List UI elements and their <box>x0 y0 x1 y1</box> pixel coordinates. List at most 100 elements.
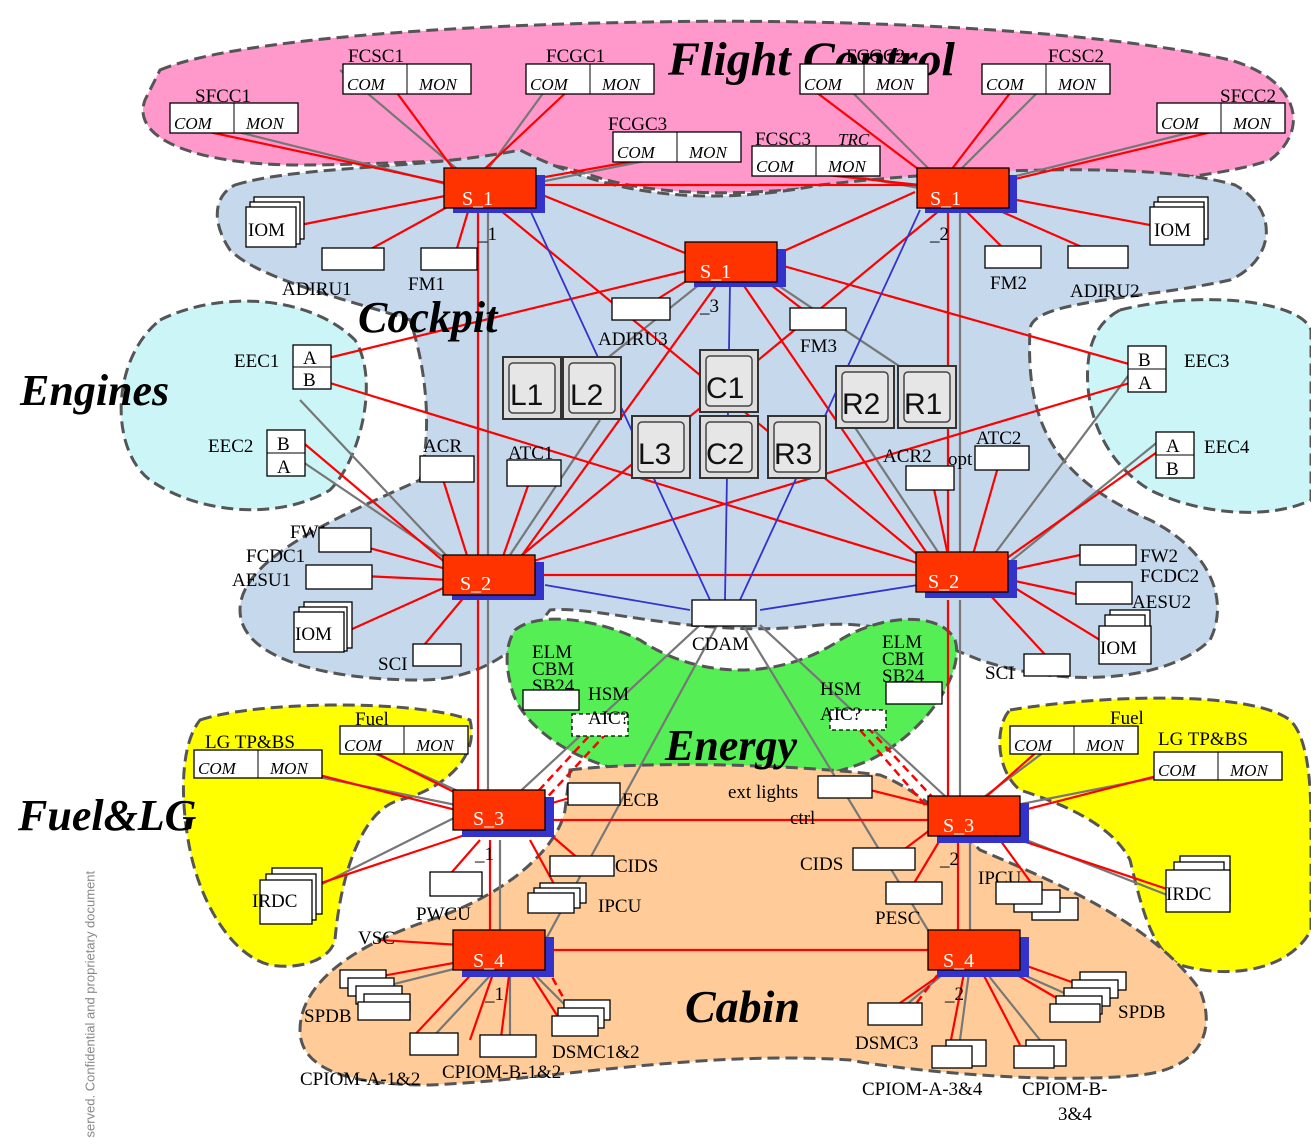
svg-text:B: B <box>1138 350 1151 371</box>
svg-text:COM: COM <box>198 759 237 778</box>
display-c2: C2 <box>700 416 758 478</box>
svg-text:MON: MON <box>1232 114 1272 133</box>
svg-text:AESU1: AESU1 <box>232 570 291 591</box>
svg-text:HSM: HSM <box>820 679 861 700</box>
display-c1: C1 <box>700 350 758 412</box>
svg-text:COM: COM <box>617 143 656 162</box>
svg-text:IOM: IOM <box>295 624 332 645</box>
zone-title-fuel-lg: Fuel&LG <box>17 791 197 840</box>
svg-text:_1: _1 <box>474 844 494 865</box>
zone-title-cockpit: Cockpit <box>358 293 499 342</box>
svg-text:IOM: IOM <box>1154 220 1191 241</box>
svg-text:COM: COM <box>986 75 1025 94</box>
svg-text:_2: _2 <box>939 849 959 870</box>
svg-text:C2: C2 <box>706 438 744 471</box>
svg-text:MON: MON <box>827 157 867 176</box>
display-l3: L3 <box>632 416 690 478</box>
zone-title-energy: Energy <box>664 721 797 770</box>
svg-text:L1: L1 <box>510 379 543 412</box>
svg-text:3&4: 3&4 <box>1058 1104 1092 1125</box>
svg-text:COM: COM <box>347 75 386 94</box>
svg-text:L3: L3 <box>638 438 671 471</box>
svg-text:MON: MON <box>269 759 309 778</box>
svg-text:S_1: S_1 <box>700 261 731 283</box>
irdc-right: IRDC <box>1166 856 1230 912</box>
cdam-box <box>692 600 756 626</box>
svg-text:MON: MON <box>1229 761 1269 780</box>
fm2-box <box>985 246 1041 268</box>
svg-text:HSM: HSM <box>588 684 629 705</box>
zone-title-engines: Engines <box>19 366 169 415</box>
svg-text:MON: MON <box>415 736 455 755</box>
svg-text:L2: L2 <box>570 379 603 412</box>
zone-engines-right <box>1088 300 1311 513</box>
svg-text:DSMC3: DSMC3 <box>855 1033 918 1054</box>
svg-text:MON: MON <box>1057 75 1097 94</box>
display-r3: R3 <box>768 416 826 478</box>
svg-text:SPDB: SPDB <box>1118 1002 1166 1023</box>
svg-text:FCDC1: FCDC1 <box>246 546 305 567</box>
svg-text:MON: MON <box>1085 736 1125 755</box>
svg-text:VSC: VSC <box>358 928 395 949</box>
svg-text:IRDC: IRDC <box>1166 884 1211 905</box>
svg-text:_2: _2 <box>944 984 964 1005</box>
svg-text:B: B <box>303 370 316 391</box>
svg-text:A: A <box>1138 373 1152 394</box>
cdam-label: CDAM <box>692 634 749 655</box>
svg-text:S_1: S_1 <box>462 188 493 210</box>
svg-text:LG TP&BS: LG TP&BS <box>1158 729 1248 750</box>
svg-text:ext lights: ext lights <box>728 782 798 803</box>
svg-text:_1: _1 <box>484 984 504 1005</box>
svg-text:EEC4: EEC4 <box>1204 437 1250 458</box>
svg-text:MON: MON <box>418 75 458 94</box>
svg-text:CIDS: CIDS <box>800 854 843 875</box>
svg-text:AIC?: AIC? <box>820 704 861 725</box>
svg-text:R1: R1 <box>904 388 942 421</box>
svg-text:B: B <box>1166 459 1179 480</box>
svg-text:S_3: S_3 <box>473 808 504 830</box>
display-l2: L2 <box>563 357 621 419</box>
svg-text:EEC1: EEC1 <box>234 351 279 372</box>
svg-text:ECB: ECB <box>622 790 659 811</box>
svg-text:CIDS: CIDS <box>615 856 658 877</box>
fm2-label: FM2 <box>990 273 1027 294</box>
svg-text:EEC3: EEC3 <box>1184 351 1229 372</box>
svg-text:S_1: S_1 <box>930 188 961 210</box>
svg-text:COM: COM <box>1158 761 1197 780</box>
svg-text:COM: COM <box>756 157 795 176</box>
fm3-label: FM3 <box>800 336 837 357</box>
acr2-box <box>906 466 954 490</box>
svg-text:COM: COM <box>1161 114 1200 133</box>
svg-text:SCI: SCI <box>985 663 1015 684</box>
fm1-label: FM1 <box>408 274 445 295</box>
svg-text:SCI: SCI <box>378 654 408 675</box>
iom-left: IOM <box>246 197 304 247</box>
svg-text:_2: _2 <box>929 224 949 245</box>
svg-text:COM: COM <box>174 114 213 133</box>
svg-text:DSMC1&2: DSMC1&2 <box>552 1042 640 1063</box>
svg-text:CPIOM-B-: CPIOM-B- <box>1022 1079 1108 1100</box>
adiru3-box <box>612 298 670 320</box>
display-r1: R1 <box>898 366 956 428</box>
svg-text:MON: MON <box>875 75 915 94</box>
svg-text:SPDB: SPDB <box>304 1006 352 1027</box>
svg-text:PESC: PESC <box>875 908 920 929</box>
svg-text:COM: COM <box>804 75 843 94</box>
svg-text:S_2: S_2 <box>928 571 959 593</box>
svg-text:B: B <box>277 434 290 455</box>
svg-text:IOM: IOM <box>1100 638 1137 659</box>
svg-text:MON: MON <box>245 114 285 133</box>
svg-text:CPIOM-A-3&4: CPIOM-A-3&4 <box>862 1079 983 1100</box>
svg-text:R3: R3 <box>774 438 812 471</box>
svg-text:A: A <box>303 348 317 369</box>
display-l1: L1 <box>503 357 561 419</box>
adiru2-box <box>1068 246 1128 268</box>
iom-right: IOM <box>1150 197 1208 245</box>
svg-text:C1: C1 <box>706 372 744 405</box>
confidentiality-note: served. Confidential and proprietary doc… <box>83 718 98 1138</box>
svg-text:COM: COM <box>344 736 383 755</box>
svg-text:_1: _1 <box>477 224 497 245</box>
adiru2-label: ADIRU2 <box>1070 281 1140 302</box>
svg-text:IRDC: IRDC <box>252 891 297 912</box>
atc1-label: ATC1 <box>508 443 553 464</box>
